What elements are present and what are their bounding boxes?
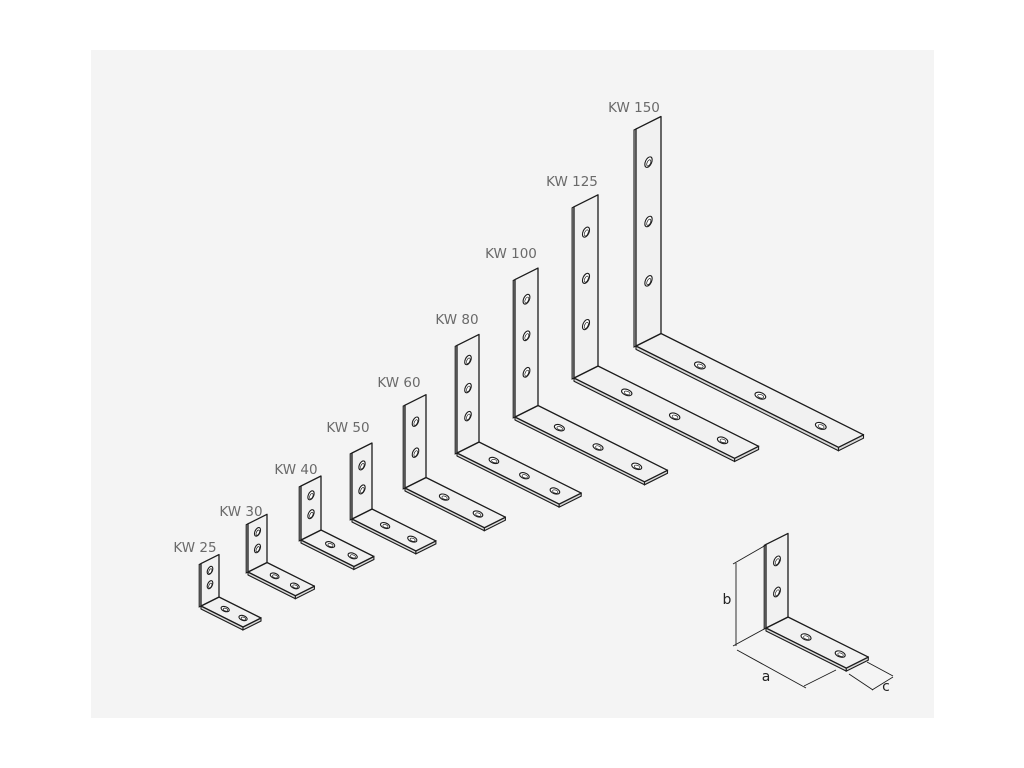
bracket-label: KW 125 (546, 174, 598, 190)
bracket-label: KW 60 (377, 375, 421, 391)
bracket-kw-60 (402, 394, 507, 532)
dimension-b-label: b (722, 592, 732, 608)
dimension-diagram (732, 532, 894, 691)
bracket-kw-150 (633, 115, 865, 452)
bracket-label: KW 100 (485, 246, 537, 262)
bracket-kw-50 (349, 442, 437, 555)
bracket-kw-125 (571, 194, 760, 463)
bracket-kw-80 (454, 333, 582, 508)
bracket-kw-40 (298, 475, 375, 571)
bracket-kw-30 (245, 513, 316, 600)
bracket-label: KW 25 (173, 540, 217, 556)
bracket-label: KW 40 (274, 462, 318, 478)
bracket-label: KW 50 (326, 420, 370, 436)
bracket-kw-100 (512, 267, 669, 486)
bracket-label: KW 30 (219, 504, 263, 520)
bracket-label: KW 150 (608, 100, 660, 116)
bracket-label: KW 80 (435, 312, 479, 328)
dimension-a-label: a (761, 669, 771, 685)
bracket-kw-25 (198, 553, 262, 631)
dimension-c-label: c (882, 679, 890, 695)
